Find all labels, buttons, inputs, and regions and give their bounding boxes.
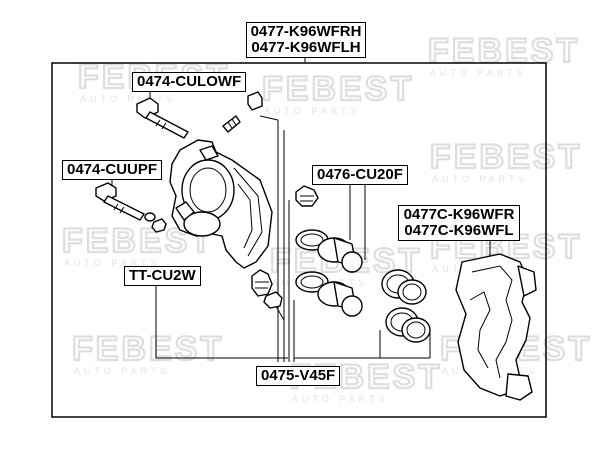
support-bracket-rh-text: 0477C-K96WFR <box>403 206 515 223</box>
piston-seal-lower-part <box>295 271 329 293</box>
watermark-subtitle: AUTO PARTS <box>74 366 171 376</box>
repair-kit-label: 0475-V45F <box>256 366 341 386</box>
dust-seal-lower-part <box>385 307 431 343</box>
bleeder-cap-label: TT-CU2W <box>124 266 201 286</box>
watermark-subtitle: AUTO PARTS <box>64 258 161 268</box>
caliper-assembly-lh-text: 0477-K96WFLH <box>251 39 361 56</box>
watermark-subtitle: AUTO PARTS <box>432 174 529 184</box>
piston-lower-part <box>317 281 363 317</box>
guide-boot-lower-part <box>251 269 273 297</box>
watermark-subtitle: AUTO PARTS <box>430 68 527 78</box>
bleeder-cap-part <box>151 218 167 233</box>
watermark-brand: FEBEST <box>430 138 582 176</box>
piston-kit-label: 0476-CU20F <box>312 165 408 185</box>
leader-bleeder-screw <box>259 115 279 121</box>
caliper-assembly-rh-text: 0477-K96WFRH <box>250 23 362 40</box>
support-bracket-label: 0477C-K96WFR 0477C-K96WFL <box>398 205 520 241</box>
support-bracket-part <box>455 253 537 401</box>
caliper-assembly-label: 0477-K96WFRH 0477-K96WFLH <box>246 22 366 58</box>
watermark-brand: FEBEST <box>428 32 580 70</box>
watermark-bottom-left: FEBEST AUTO PARTS <box>71 329 224 376</box>
caliper-body-part <box>169 139 273 269</box>
diagram-frame <box>51 62 547 418</box>
lower-pin-bolt-label: 0474-CULOWF <box>132 72 247 92</box>
upper-pin-bolt-part <box>95 182 156 222</box>
bleeder-screw-part <box>222 91 263 133</box>
watermark-brand: FEBEST <box>72 330 224 368</box>
watermark-middle-right: FEBEST AUTO PARTS <box>429 137 582 184</box>
watermark-subtitle: AUTO PARTS <box>80 94 177 104</box>
small-seal-part <box>263 291 283 309</box>
leader-bleeder-cap-2 <box>155 283 288 359</box>
watermark-subtitle: AUTO PARTS <box>264 106 361 116</box>
lower-pin-bolt-part <box>136 97 189 139</box>
watermark-subtitle: AUTO PARTS <box>292 394 389 404</box>
guide-boot-upper-part <box>295 185 319 207</box>
support-bracket-lh-text: 0477C-K96WFL <box>404 222 514 239</box>
upper-pin-bolt-label: 0474-CUUPF <box>62 160 163 180</box>
watermark-brand: FEBEST <box>262 70 414 108</box>
piston-upper-part <box>317 237 363 273</box>
watermark-top-right: FEBEST AUTO PARTS <box>427 31 580 78</box>
watermark-middle: FEBEST AUTO PARTS <box>261 69 414 116</box>
dust-seal-upper-part <box>381 269 427 305</box>
